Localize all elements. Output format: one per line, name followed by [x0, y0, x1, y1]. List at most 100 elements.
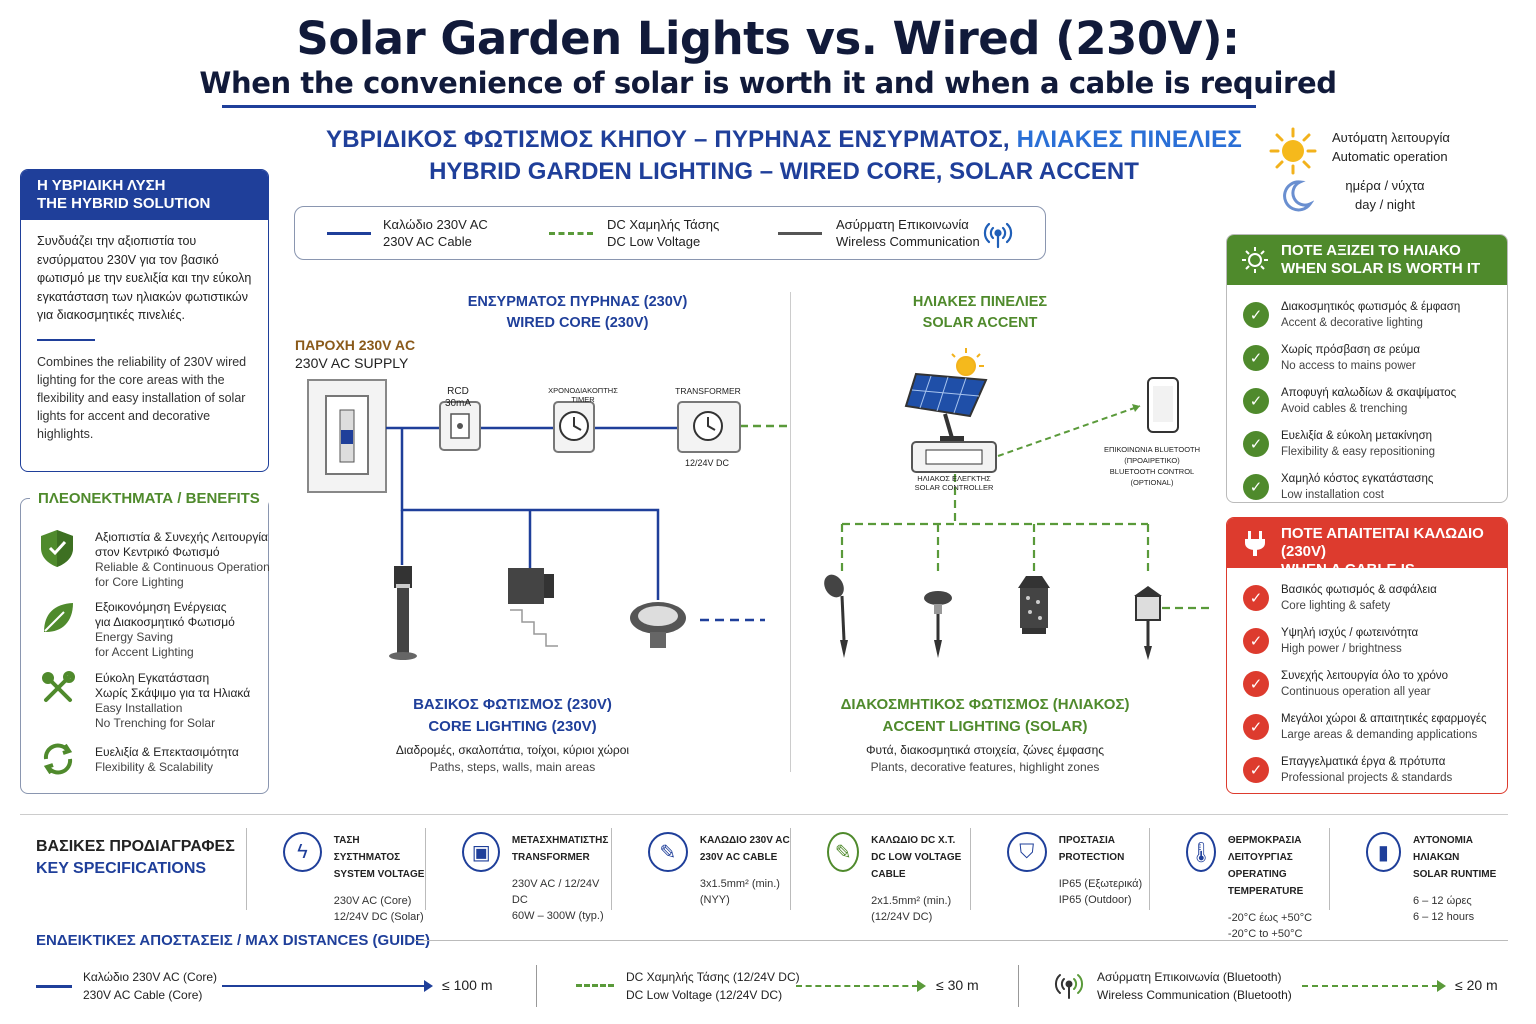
transformer-label: TRANSFORMER	[675, 386, 741, 396]
transformer-device	[677, 401, 741, 453]
core-desc-english: Paths, steps, walls, main areas	[429, 760, 596, 774]
solar-worth-card: ΠΟΤΕ ΑΞΙΖΕΙ ΤΟ ΗΛΙΑΚΟ WHEN SOLAR IS WORT…	[1226, 234, 1508, 503]
solar-heading-greek: ΗΛΙΑΚΕΣ ΠΙΝΕΛΙΕΣ	[912, 294, 1048, 310]
benefit-english-1: Easy Installation	[95, 701, 183, 715]
core-lighting-desc: Διαδρομές, σκαλοπάτια, τοίχοι, κύριοι χώ…	[370, 742, 655, 776]
distance-label-greek: DC Χαμηλής Τάσης (12/24V DC)	[626, 970, 800, 984]
headline-greek-wired: ΥΒΡΙΔΙΚΟΣ ΦΩΤΙΣΜΟΣ ΚΗΠΟΥ – ΠΥΡΗΝΑΣ ΕΝΣΥΡ…	[326, 126, 1010, 153]
mushroom-light	[924, 591, 952, 658]
spec-value: (12/24V DC)	[871, 911, 933, 923]
spec-label: ΠΡΟΣΤΑΣΙΑ	[1058, 835, 1115, 846]
distance-item-dc: DC Χαμηλής Τάσης (12/24V DC) DC Low Volt…	[626, 968, 800, 1004]
cable-icon: ✎	[647, 832, 688, 872]
distance-max-wireless: ≤ 20 m	[1455, 977, 1498, 993]
list-item-english: Continuous operation all year	[1281, 685, 1431, 698]
spec-label: DC LOW VOLTAGE CABLE	[871, 852, 962, 880]
distances-title-rule	[415, 940, 1508, 941]
sun-outline-icon	[1241, 246, 1269, 274]
headline-greek-solar: ΗΛΙΑΚΕΣ ΠΙΝΕΛΙΕΣ	[1016, 126, 1242, 153]
spec-label: SOLAR RUNTIME	[1412, 869, 1497, 880]
accent-desc-greek: Φυτά, διακοσμητικά στοιχεία, ζώνες έμφασ…	[865, 743, 1105, 757]
wired-core-diagram	[307, 379, 790, 660]
specs-title: ΒΑΣΙΚΕΣ ΠΡΟΔΙΑΓΡΑΦΕΣ KEY SPECIFICATIONS	[36, 836, 235, 880]
spec-value: -20°C to +50°C	[1227, 928, 1303, 940]
list-item-english: Flexibility & easy repositioning	[1281, 445, 1436, 458]
legend-label-english: 230V AC Cable	[383, 234, 472, 249]
cable-required-header: ΠΟΤΕ ΑΠΑΙΤΕΙΤΑΙ ΚΑΛΩΔΙΟ (230V) WHEN A CA…	[1227, 518, 1507, 596]
core-desc-greek: Διαδρομές, σκαλοπάτια, τοίχοι, κύριοι χώ…	[395, 743, 630, 757]
list-item-greek: Υψηλή ισχύς / φωτεινότητα	[1281, 626, 1419, 639]
distance-arrow-dc	[796, 985, 918, 987]
list-item-english: Professional projects & standards	[1281, 771, 1453, 784]
distance-label-english: 230V AC Cable (Core)	[83, 988, 203, 1002]
accent-lighting-desc: Φυτά, διακοσμητικά στοιχεία, ζώνες έμφασ…	[830, 742, 1140, 776]
wired-heading-english: WIRED CORE (230V)	[506, 315, 649, 331]
spec-separator	[425, 828, 427, 910]
spec-label: ΑΥΤΟΝΟΜΙΑ ΗΛΙΑΚΩΝ	[1412, 835, 1473, 863]
legend-label-english: DC Low Voltage	[607, 234, 701, 249]
spec-label: ΤΑΣΗ ΣΥΣΤΗΜΑΤΟΣ	[333, 835, 401, 863]
checkmark-icon: ✓	[1243, 627, 1269, 654]
rcd-device	[439, 401, 481, 451]
spec-label: ΘΕΡΜΟΚΡΑΣΙΑ ΛΕΙΤΟΥΡΓΙΑΣ	[1227, 835, 1302, 863]
lantern-light	[1018, 576, 1050, 634]
checkmark-icon: ✓	[1243, 344, 1269, 371]
spec-label: OPERATING TEMPERATURE	[1227, 869, 1304, 897]
plug-icon	[1241, 529, 1269, 557]
benefit-english-2: for Accent Lighting	[95, 645, 194, 659]
core-lighting-heading: ΒΑΣΙΚΟΣ ΦΩΤΙΣΜΟΣ (230V) CORE LIGHTING (2…	[370, 694, 655, 738]
wired-heading-greek: ΕΝΣΥΡΜΑΤΟΣ ΠΥΡΗΝΑΣ (230V)	[467, 294, 688, 310]
post-lantern	[1134, 586, 1162, 660]
leaf-icon	[40, 600, 76, 636]
specs-top-divider	[20, 814, 1508, 815]
headline-greek: ΥΒΡΙΔΙΚΟΣ ΦΩΤΙΣΜΟΣ ΚΗΠΟΥ – ΠΥΡΗΝΑΣ ΕΝΣΥΡ…	[300, 126, 1268, 154]
checkmark-icon: ✓	[1243, 301, 1269, 328]
moon-icon	[1278, 178, 1315, 214]
bluetooth-label-greek: ΕΠΙΚΟΙΝΩΝΙΑ BLUETOOTH (ΠΡΟΑΙΡΕΤΙΚΟ)	[1103, 445, 1201, 465]
day-night-english: day / night	[1355, 197, 1415, 212]
benefit-item: Ευελιξία & Επεκτασιμότητα Flexibility & …	[95, 745, 239, 775]
power-supply-panel	[307, 379, 387, 493]
bluetooth-label: ΕΠΙΚΟΙΝΩΝΙΑ BLUETOOTH (ΠΡΟΑΙΡΕΤΙΚΟ) BLUE…	[1100, 444, 1204, 488]
spec-separator	[1149, 828, 1151, 910]
benefit-english-2: for Core Lighting	[95, 575, 184, 589]
list-item-english: Avoid cables & trenching	[1281, 402, 1408, 415]
spec-value: IP65 (Outdoor)	[1058, 894, 1132, 906]
distance-label-english: DC Low Voltage (12/24V DC)	[626, 988, 783, 1002]
solar-panel	[904, 372, 988, 442]
wall-light	[508, 568, 558, 647]
list-item-english: Core lighting & safety	[1281, 599, 1391, 612]
legend-swatch-ac	[327, 232, 371, 235]
page-title: Solar Garden Lights vs. Wired (230V):	[296, 12, 1240, 65]
headline-english: HYBRID GARDEN LIGHTING – WIRED CORE, SOL…	[429, 158, 1139, 185]
benefit-greek-1: Εξοικονόμηση Ενέργειας	[95, 600, 227, 614]
checkmark-icon: ✓	[1243, 584, 1269, 611]
distance-arrow-ac	[222, 985, 426, 987]
legend-label-greek: Ασύρματη Επικοινωνία	[836, 217, 969, 232]
bluetooth-label-english: BLUETOOTH CONTROL (OPTIONAL)	[1109, 467, 1195, 487]
hybrid-text-english: Combines the reliability of 230V wired l…	[37, 354, 247, 441]
distance-label-english: Wireless Communication (Bluetooth)	[1097, 988, 1292, 1002]
legend-item-wireless: Ασύρματη Επικοινωνία Wireless Communicat…	[836, 216, 980, 250]
spec-label: ΚΑΛΩΔΙΟ DC Χ.Τ.	[871, 835, 956, 846]
benefit-item: Εύκολη Εγκατάσταση Χωρίς Σκάψιμο για τα …	[95, 671, 250, 731]
spec-label: PROTECTION	[1058, 852, 1125, 863]
rcd-label: RCD 30mA	[434, 386, 482, 410]
benefit-greek-1: Αξιοπιστία & Συνεχής Λειτουργία	[95, 530, 268, 544]
benefit-greek-2: στον Κεντρικό Φωτισμό	[95, 545, 220, 559]
benefit-greek-2: για Διακοσμητικό Φωτισμό	[95, 615, 235, 629]
